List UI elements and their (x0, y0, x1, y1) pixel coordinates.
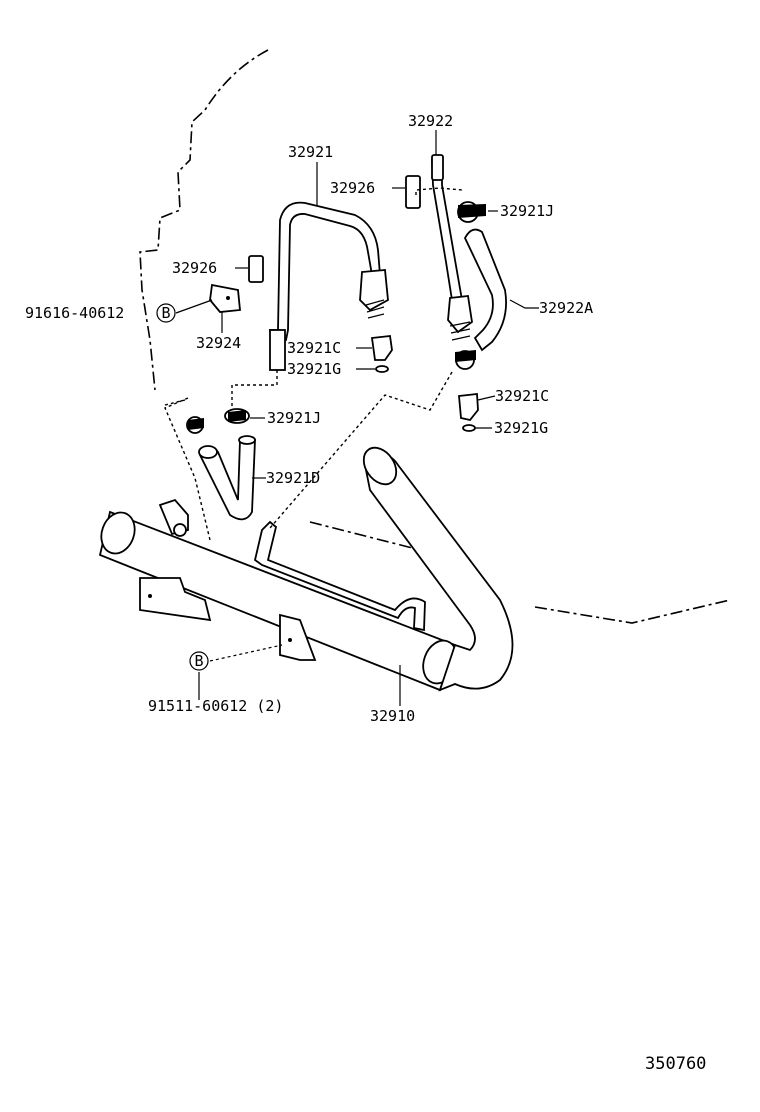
clamp-32921J-bottom[interactable] (224, 408, 250, 424)
illustration-id: 350760 (645, 1054, 706, 1074)
small-tube-on-pipe (253, 520, 426, 632)
svg-text:B: B (161, 304, 170, 322)
gasket-32921G-left[interactable] (375, 365, 389, 373)
transmission-housing-outline-bottom (534, 599, 731, 624)
label-32924: 32924 (196, 334, 241, 352)
label-32921C-right: 32921C (495, 387, 549, 405)
label-32922A: 32922A (539, 299, 593, 317)
bolt-symbol-lower: B (189, 651, 209, 671)
label-32921J-top: 32921J (500, 202, 554, 220)
label-32921G-right: 32921G (494, 419, 548, 437)
label-91616-40612: 91616-40612 (25, 304, 124, 322)
svg-text:B: B (194, 652, 203, 670)
label-32926-right: 32926 (330, 179, 375, 197)
clamp-32922A-bottom[interactable] (455, 350, 476, 370)
label-32921C-left: 32921C (287, 339, 341, 357)
label-91511-60612: 91511-60612 (2) (148, 697, 283, 715)
label-32926-left: 32926 (172, 259, 217, 277)
oil-cooler-pipe-32910[interactable] (96, 442, 514, 692)
gasket-32921G-right[interactable] (462, 424, 476, 432)
dashed-assembly-lines (164, 187, 463, 541)
hose-32922A[interactable] (463, 228, 507, 352)
fitting-32926-left[interactable] (248, 255, 264, 283)
transmission-housing-outline (139, 49, 269, 391)
fitting-32926-right[interactable] (405, 175, 421, 209)
label-32921: 32921 (288, 143, 333, 161)
bolt-symbol-upper: B (156, 303, 176, 323)
fitting-32921C-right[interactable] (458, 393, 479, 422)
label-32921J-bottom: 32921J (267, 409, 321, 427)
clamp-32921J-top[interactable] (457, 201, 486, 223)
label-32921G-left: 32921G (287, 360, 341, 378)
clamp-32921J-lower-left[interactable] (186, 416, 204, 434)
label-32910: 32910 (370, 707, 415, 725)
fitting-32921C-left[interactable] (370, 335, 393, 361)
bracket-32924[interactable] (209, 283, 241, 313)
tube-32922[interactable] (431, 159, 464, 301)
tube-32921[interactable] (268, 201, 381, 341)
leader-lines (175, 130, 539, 706)
label-32922: 32922 (408, 112, 453, 130)
label-32921D: 32921D (266, 469, 320, 487)
